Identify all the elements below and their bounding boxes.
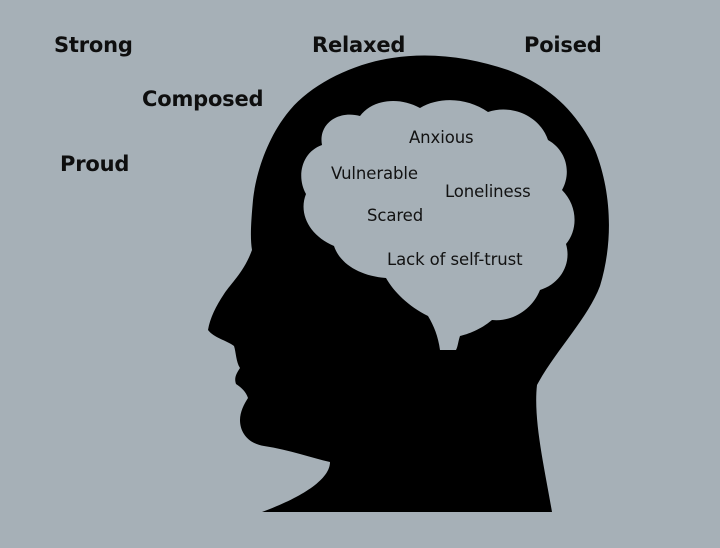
brain-word-scared: Scared (367, 206, 424, 225)
brain-shape (301, 100, 575, 350)
word-relaxed: Relaxed (312, 33, 406, 57)
word-composed: Composed (142, 87, 264, 111)
brain-word-loneliness: Loneliness (445, 182, 531, 201)
brain-word-anxious: Anxious (409, 128, 474, 147)
brain-word-vulnerable: Vulnerable (331, 164, 418, 183)
word-strong: Strong (54, 33, 133, 57)
word-proud: Proud (60, 152, 130, 176)
word-poised: Poised (524, 33, 602, 57)
brain-word-lack-of-self-trust: Lack of self-trust (387, 250, 523, 269)
